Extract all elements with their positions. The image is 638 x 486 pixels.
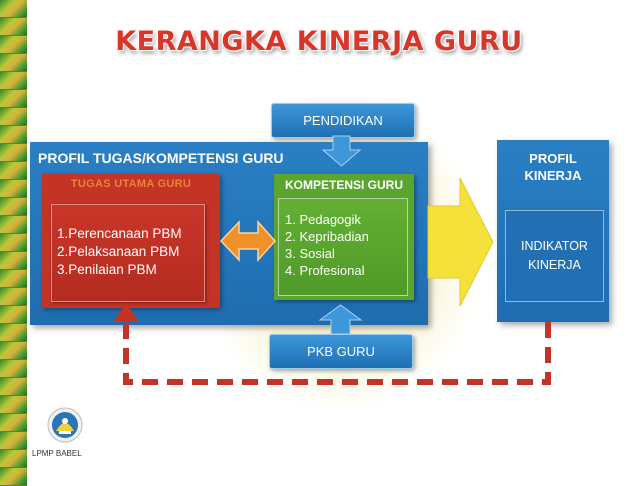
logo-caption: LPMP BABEL xyxy=(32,449,82,458)
pkb-up-arrow xyxy=(318,304,363,335)
decorative-side-strip xyxy=(0,0,27,486)
tugas-utama-header: TUGAS UTAMA GURU xyxy=(70,178,192,190)
double-arrow-icon xyxy=(219,220,277,262)
kompetensi-header: KOMPETENSI GURU xyxy=(284,178,403,192)
panel-title: PROFIL TUGAS/KOMPETENSI GURU xyxy=(38,150,284,166)
big-right-arrow-icon xyxy=(427,177,494,307)
feedback-arrowhead xyxy=(113,303,139,322)
feedback-dashed-path xyxy=(123,318,551,385)
kompetensi-item: 2. Kepribadian xyxy=(285,229,369,244)
kompetensi-item: 1. Pedagogik xyxy=(285,212,361,227)
page-title: KERANGKA KINERJA GURU xyxy=(115,26,523,57)
profil-kinerja-title-line: KINERJA xyxy=(524,168,582,183)
profil-kinerja-title: PROFIL KINERJA xyxy=(497,150,609,184)
indikator-kinerja-box: INDIKATOR KINERJA xyxy=(505,210,604,302)
indikator-line: KINERJA xyxy=(528,258,581,272)
kompetensi-item: 3. Sosial xyxy=(285,246,335,261)
pkb-guru-box: PKB GURU xyxy=(269,334,413,369)
lpmp-logo xyxy=(34,403,100,461)
kompetensi-list-box: 1. Pedagogik 2. Kepribadian 3. Sosial 4.… xyxy=(278,198,408,296)
tugas-item: 1.Perencanaan PBM xyxy=(57,226,182,241)
tugas-utama-list-box: 1.Perencanaan PBM 2.Pelaksanaan PBM 3.Pe… xyxy=(51,204,205,302)
tugas-item: 3.Penilaian PBM xyxy=(57,262,157,277)
tugas-item: 2.Pelaksanaan PBM xyxy=(57,244,180,259)
pendidikan-down-arrow xyxy=(321,135,362,167)
indikator-line: INDIKATOR xyxy=(521,239,588,253)
profil-kinerja-title-line: PROFIL xyxy=(529,151,577,166)
kompetensi-item: 4. Profesional xyxy=(285,263,365,278)
